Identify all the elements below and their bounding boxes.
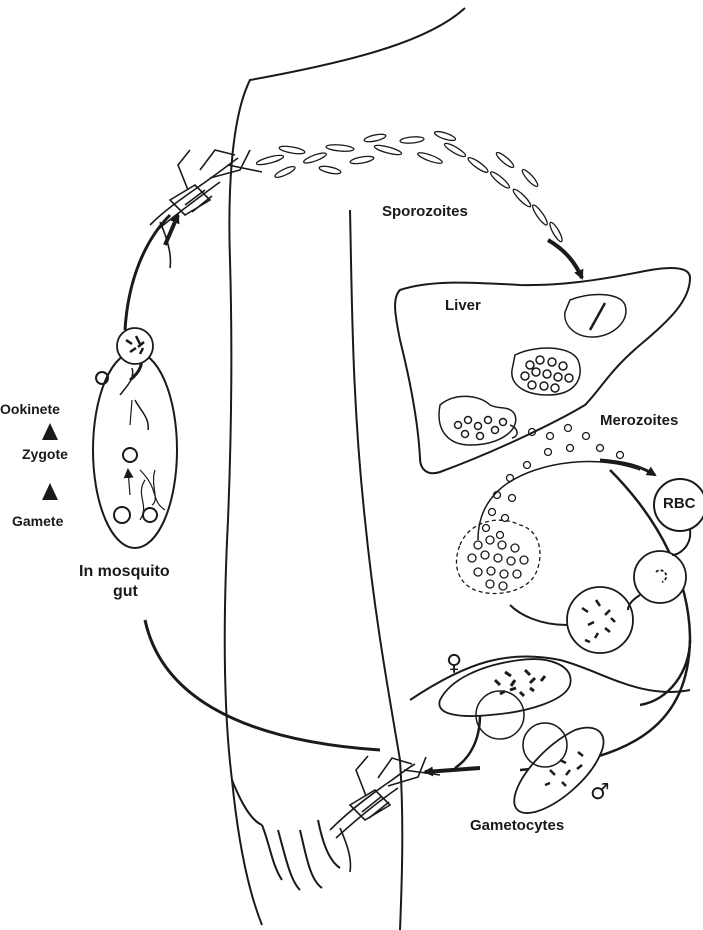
cycle-circle — [125, 215, 690, 770]
released-merozoites — [529, 425, 624, 459]
label-mosquito-gut-line1: In mosquito — [79, 563, 170, 581]
liver-schizont — [512, 348, 580, 395]
rbc-trophozoite — [567, 587, 633, 653]
mosquito-top — [150, 150, 262, 268]
hand-outline — [262, 820, 340, 890]
hepatocyte-sporozoite — [565, 295, 626, 338]
label-ookinete: Ookinete — [0, 401, 60, 417]
label-gametocytes: Gametocytes — [470, 817, 564, 834]
label-zygote: Zygote — [22, 446, 68, 462]
arrow-to-liver — [548, 240, 582, 278]
label-liver: Liver — [445, 297, 481, 314]
mosquito-bottom — [330, 756, 440, 872]
arrow-to-mosquito-bottom — [425, 768, 480, 772]
label-sporozoites: Sporozoites — [382, 203, 468, 220]
label-mosquito-gut-line2: gut — [113, 583, 138, 601]
rbc-schizont-bursting — [456, 520, 540, 593]
male-symbol: ♂ — [590, 782, 610, 804]
rbc-ring-stage — [634, 551, 686, 603]
oocyst — [117, 328, 153, 364]
sporozoites-stream — [256, 130, 564, 243]
mosquito-gut — [93, 352, 177, 548]
female-symbol: ♀ — [446, 653, 462, 675]
liver — [395, 268, 690, 473]
label-gamete: Gamete — [12, 513, 63, 529]
label-rbc: RBC — [663, 495, 696, 512]
liver-cell-rupturing — [439, 396, 517, 445]
label-merozoites: Merozoites — [600, 412, 678, 429]
merozoite-trail — [478, 462, 640, 541]
human-body-outline — [225, 8, 465, 930]
